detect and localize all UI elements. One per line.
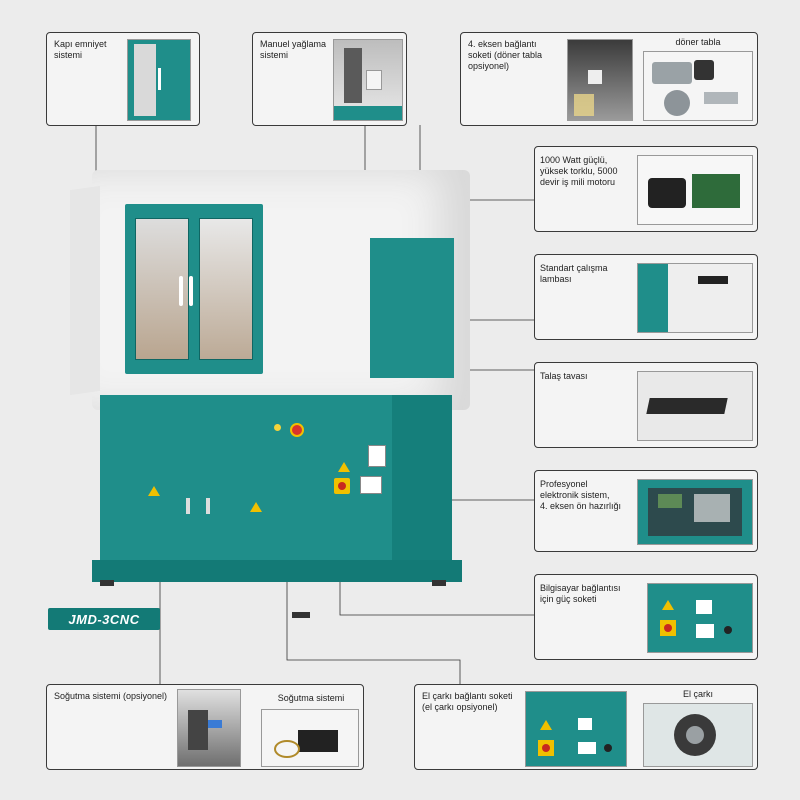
callout-manual-lube-label: Manuel yağlama sistemi: [260, 39, 327, 60]
callout-lamp-label: Standart çalışma lambası: [540, 263, 608, 284]
axis4-socket-photo: [567, 39, 633, 121]
callout-motor-label: 1000 Watt güçlü, yüksek torklu, 5000 dev…: [540, 155, 618, 187]
callout-door-safety-label: Kapı emniyet sistemi: [54, 39, 107, 60]
side-panel: [370, 238, 454, 378]
manual-lube-photo: [333, 39, 403, 121]
door-safety-photo: [127, 39, 191, 121]
model-badge: JMD-3CNC: [48, 608, 160, 630]
pc-power-photo: [647, 583, 753, 653]
callout-chip-tray-label: Talaş tavası: [540, 371, 588, 381]
machine-base: [100, 395, 452, 570]
handwheel-caption: El çarkı: [682, 689, 713, 699]
power-socket-panel: [368, 445, 386, 467]
callout-coolant: Soğutma sistemi (opsiyonel) Soğutma sist…: [46, 684, 364, 770]
callout-axis4-socket: 4. eksen bağlantı soketi (döner tabla op…: [460, 32, 758, 126]
callout-manual-lube: Manuel yağlama sistemi: [252, 32, 407, 126]
main-switch[interactable]: [334, 478, 350, 494]
handwheel-photo: [643, 703, 753, 767]
door-handle-left[interactable]: [179, 276, 183, 306]
coolant-option-photo: [177, 689, 241, 767]
indicator-light: [274, 424, 281, 431]
motor-photo: [637, 155, 753, 225]
electronics-photo: [637, 479, 753, 545]
callout-chip-tray: Talaş tavası: [534, 362, 758, 448]
handwheel-socket-photo: [525, 691, 627, 767]
callout-pc-power: Bilgisayar bağlantısı için güç soketi: [534, 574, 758, 660]
lamp-photo: [637, 263, 753, 333]
callout-lamp: Standart çalışma lambası: [534, 254, 758, 340]
rotary-table-caption: döner tabla: [675, 37, 721, 47]
machine-door[interactable]: [125, 204, 263, 374]
callout-handwheel-socket-label: El çarkı bağlantı soketi (el çarkı opsiy…: [422, 691, 513, 712]
cnc-machine: [70, 160, 470, 620]
emergency-stop-button[interactable]: [290, 423, 304, 437]
callout-axis4-socket-label: 4. eksen bağlantı soketi (döner tabla op…: [468, 39, 543, 71]
callout-motor: 1000 Watt güçlü, yüksek torklu, 5000 dev…: [534, 146, 758, 232]
callout-handwheel: El çarkı bağlantı soketi (el çarkı opsiy…: [414, 684, 758, 770]
callout-door-safety: Kapı emniyet sistemi: [46, 32, 200, 126]
coolant-caption: Soğutma sistemi: [277, 693, 345, 703]
model-badge-text: JMD-3CNC: [68, 611, 140, 627]
callout-coolant-opt-label: Soğutma sistemi (opsiyonel): [54, 691, 168, 701]
chip-tray-photo: [637, 371, 753, 441]
door-handle-right[interactable]: [189, 276, 193, 306]
callout-electronics: Profesyonel elektronik sistem, 4. eksen …: [534, 470, 758, 552]
rotary-table-photo: [643, 51, 753, 121]
usb-socket: [360, 476, 382, 494]
callout-pc-power-label: Bilgisayar bağlantısı için güç soketi: [540, 583, 621, 604]
callout-electronics-label: Profesyonel elektronik sistem, 4. eksen …: [540, 479, 622, 511]
coolant-photo: [261, 709, 359, 767]
